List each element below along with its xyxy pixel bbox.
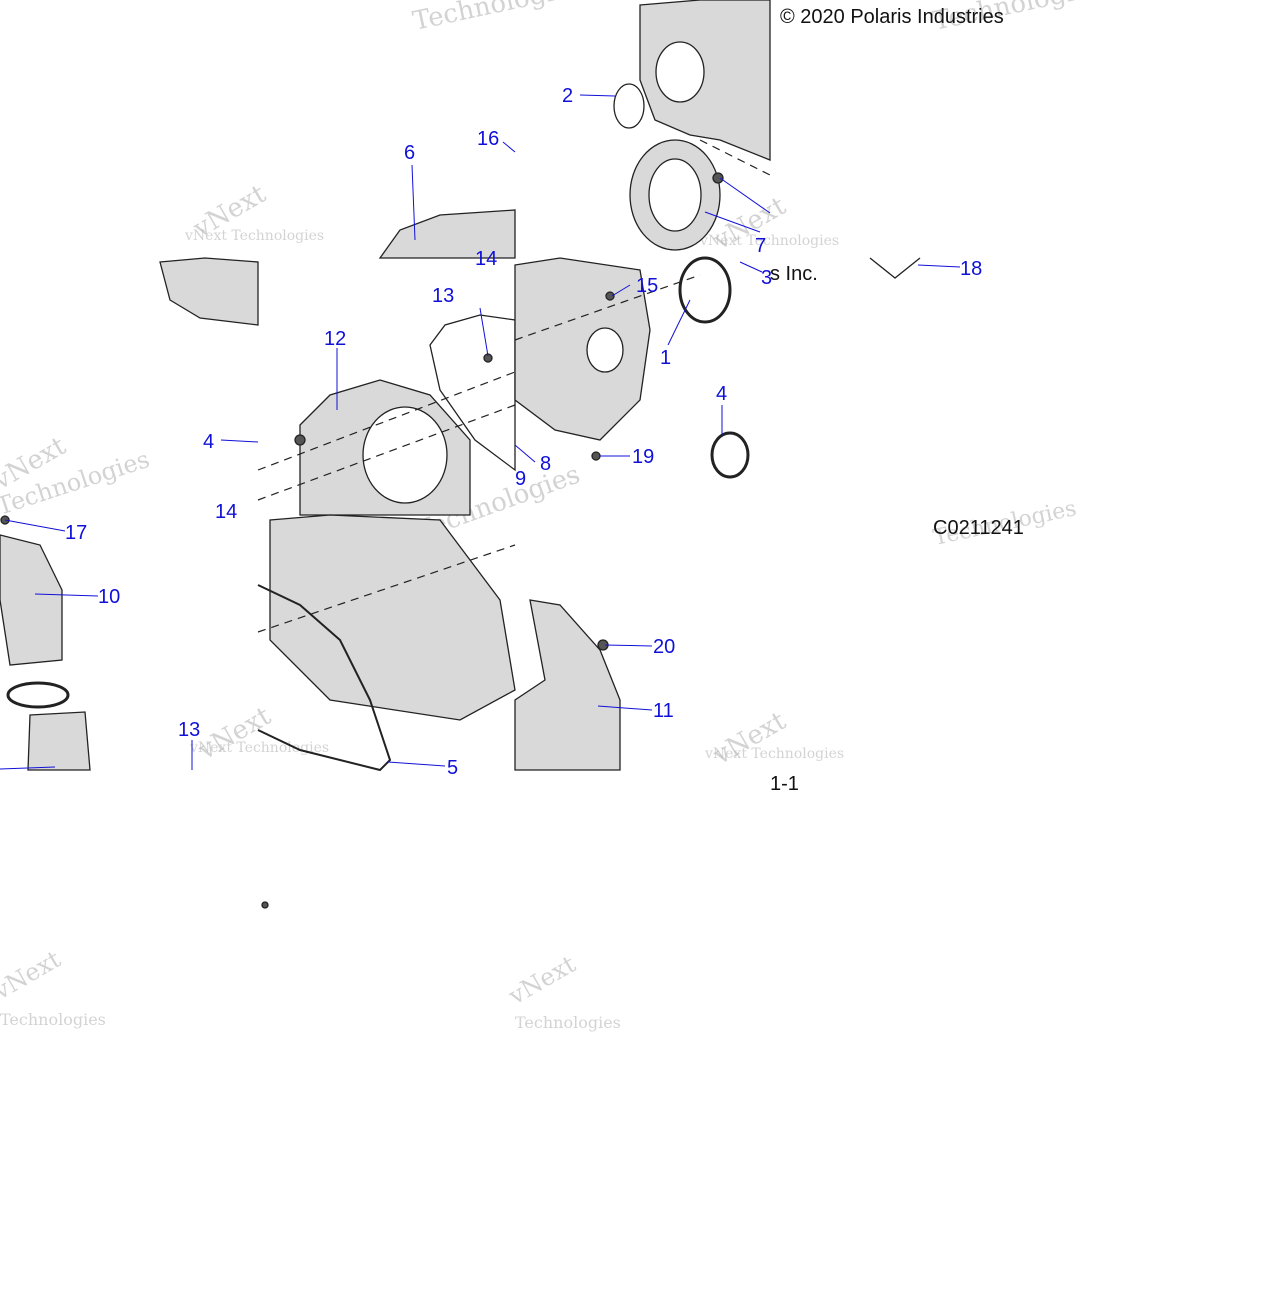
callout-13: 13 bbox=[432, 285, 454, 307]
watermark-text: vNext Technologies bbox=[704, 746, 844, 762]
outer-cover-upper-part bbox=[514, 257, 651, 441]
callout-14-left: 14 bbox=[215, 501, 237, 523]
callout-18: 18 bbox=[960, 258, 982, 280]
callout-4-left: 4 bbox=[203, 431, 214, 453]
callout-12: 12 bbox=[324, 328, 346, 350]
page-reference: 1-1 bbox=[770, 773, 799, 795]
callout-2: 2 bbox=[562, 85, 573, 107]
watermark-text: vNext Technologies bbox=[189, 740, 329, 756]
inner-clutch-cover-part bbox=[639, 0, 771, 161]
watermark-text: Technologies bbox=[515, 1013, 621, 1032]
watermark-text: vNext bbox=[503, 950, 580, 1011]
callout-10: 10 bbox=[98, 586, 120, 608]
callout-20: 20 bbox=[653, 636, 675, 658]
copyright-tail-text: s Inc. bbox=[770, 263, 818, 285]
seal-plate-bore bbox=[648, 158, 702, 232]
clamp-10-part bbox=[6, 681, 70, 709]
callout-16: 16 bbox=[477, 128, 499, 150]
callout-4-right: 4 bbox=[716, 383, 727, 405]
washer-part bbox=[294, 434, 306, 446]
bolt-part bbox=[591, 451, 601, 461]
callout-19: 19 bbox=[632, 446, 654, 468]
pipe-part bbox=[27, 711, 91, 771]
outer-clutch-cover-part bbox=[269, 514, 516, 721]
callout-1: 1 bbox=[660, 347, 671, 369]
callout-17: 17 bbox=[65, 522, 87, 544]
bracket-part bbox=[869, 257, 921, 279]
copyright-text: © 2020 Polaris Industries bbox=[780, 6, 1004, 28]
flex-duct-part bbox=[159, 257, 259, 326]
part-illustrations bbox=[0, 0, 921, 909]
callout-3: 3 bbox=[761, 267, 772, 289]
callout-9: 9 bbox=[515, 468, 526, 490]
nut-part bbox=[712, 172, 724, 184]
fan-shroud-bore bbox=[362, 406, 448, 504]
seal-ring-part bbox=[613, 83, 645, 129]
air-duct-11-part bbox=[514, 599, 621, 771]
callout-5: 5 bbox=[447, 757, 458, 779]
callout-15: 15 bbox=[636, 275, 658, 297]
callout-6: 6 bbox=[404, 142, 415, 164]
cover-bore bbox=[655, 41, 705, 103]
watermark-text: vNext bbox=[0, 945, 66, 1006]
clamp-part bbox=[710, 431, 750, 479]
intake-duct-part bbox=[378, 209, 516, 259]
watermark-text: Technologies bbox=[0, 1010, 106, 1029]
diagram-code: C0211241 bbox=[933, 517, 1024, 539]
duct-10-part bbox=[0, 534, 63, 666]
callout-11: 11 bbox=[653, 700, 674, 722]
seal-ring-1-part bbox=[678, 256, 732, 324]
bolt-part bbox=[605, 291, 615, 301]
callout-7: 7 bbox=[755, 235, 766, 257]
drive-belt-part bbox=[257, 584, 392, 772]
bolt-part bbox=[261, 901, 269, 909]
watermark-text: vNext Technologies bbox=[699, 233, 839, 249]
watermark-text: Technologies bbox=[410, 0, 585, 37]
outer-cover-inlet bbox=[586, 327, 624, 373]
watermarks: Technologies Technologies vNext Technolo… bbox=[0, 0, 1105, 1032]
watermark-text: vNext Technologies bbox=[184, 228, 324, 244]
callouts: 2 6 16 7 3 18 15 14 13 12 1 4 4 19 8 9 1… bbox=[65, 85, 982, 779]
alignment-lines bbox=[257, 139, 771, 633]
callout-8: 8 bbox=[540, 453, 551, 475]
leader-lines bbox=[0, 94, 961, 770]
callout-14-top: 14 bbox=[475, 248, 497, 270]
callout-13-lower: 13 bbox=[178, 719, 200, 741]
